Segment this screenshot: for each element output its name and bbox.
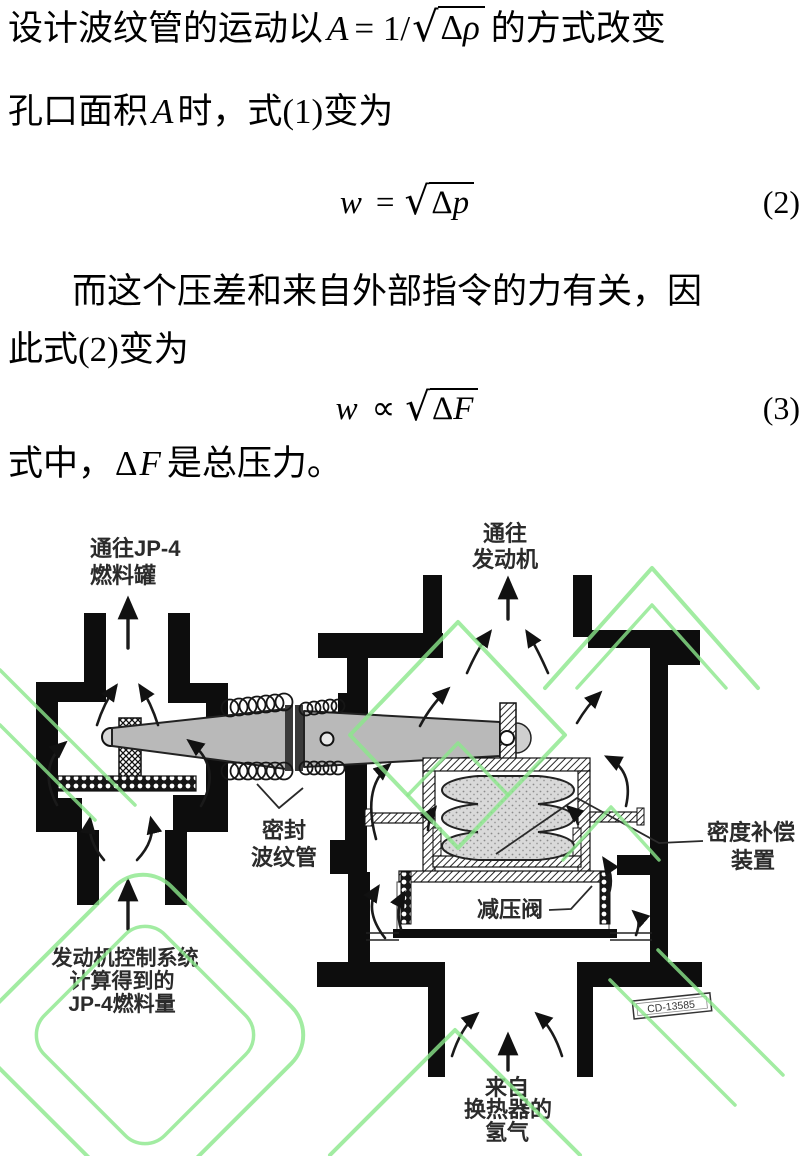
bellows-flange <box>285 705 293 771</box>
cup-wall <box>432 827 442 861</box>
label-to-jp4-tank: 燃料罐 <box>90 563 156 588</box>
radical: √Δρ <box>412 3 485 51</box>
math-var: A <box>327 9 349 48</box>
text-run: 式中， <box>8 444 114 483</box>
equation-number: (2) <box>762 184 800 220</box>
label-engine-ctrl: JP-4燃料量 <box>68 992 175 1016</box>
label-seal-bellows: 波纹管 <box>251 845 317 870</box>
equation-number: (3) <box>762 390 800 426</box>
stem-pivot <box>499 730 515 746</box>
lever-hole <box>319 731 335 747</box>
compensator-top-plate <box>422 757 591 772</box>
text-run: 设计波纹管的运动以 <box>8 9 324 48</box>
text-run: 时，式(1)变为 <box>177 92 394 131</box>
math-delta: Δ <box>432 391 454 427</box>
paragraph2-line1: 而这个压差和来自外部指令的力有关，因 <box>8 272 802 312</box>
leader-lines <box>256 783 704 911</box>
radical: √Δp <box>405 182 475 221</box>
valve-bottom <box>393 929 617 938</box>
valve-leader <box>548 885 593 911</box>
figure-code: CD-13585 <box>647 999 696 1016</box>
math-var: A <box>152 92 174 131</box>
pressure-reducing-valve <box>366 870 652 941</box>
math-var: w <box>335 391 358 427</box>
text-run: 孔口面积 <box>8 92 149 131</box>
math-delta: Δ <box>431 185 453 221</box>
valve-disc <box>57 775 197 792</box>
label-pressure-valve: 减压阀 <box>477 897 543 922</box>
label-to-engine: 发动机 <box>471 547 538 572</box>
math-var: F <box>139 444 161 483</box>
text-run: 此式(2)变为 <box>8 330 189 369</box>
bellows-flange <box>295 705 303 771</box>
math-var: p <box>452 185 470 221</box>
regulator-body <box>317 575 702 1077</box>
radical-sign: √ <box>405 385 430 430</box>
math-delta: Δ <box>440 8 463 47</box>
relation: = <box>375 185 395 221</box>
valve-top-plate <box>398 870 610 883</box>
seal-bellows <box>220 692 346 781</box>
stem-clip <box>515 722 532 754</box>
diaphragm-wing <box>367 812 424 824</box>
text-run: 而这个压差和来自外部指令的力有关，因 <box>72 272 703 311</box>
math-var: ρ <box>462 8 480 47</box>
text-run: 是总压力。 <box>166 444 342 483</box>
label-from-hx: 氢气 <box>485 1120 529 1145</box>
label-engine-ctrl: 发动机控制系统 <box>51 946 199 970</box>
math-delta: Δ <box>115 444 138 483</box>
radical-sign: √ <box>412 3 439 51</box>
compensator-bellows <box>441 775 575 861</box>
equation-3: w ∝√ΔF (3) <box>0 388 810 428</box>
flow-arrows <box>47 575 651 1072</box>
density-comp-leader <box>495 797 704 855</box>
math-var: w <box>339 185 362 221</box>
seal-bellows-leader <box>256 783 304 809</box>
label-to-jp4-tank: 通往JP-4 <box>90 536 181 561</box>
figure-labels: 通往JP-4 燃料罐 通往 发动机 密封 波纹管 密度补偿 装置 减压阀 发动机… <box>51 521 796 1145</box>
density-compensator <box>364 702 645 873</box>
label-to-engine: 通往 <box>483 521 527 546</box>
math-run: = 1/ <box>354 9 411 48</box>
relation: ∝ <box>371 391 396 427</box>
label-density-comp: 密度补偿 <box>707 820 795 845</box>
watermark <box>0 566 785 1156</box>
schematic-figure: CD-13585 通往JP-4 燃料罐 通往 发动机 密封 波纹管 密度补偿 装… <box>0 521 796 1156</box>
wing-cap <box>636 807 645 826</box>
radical: √ΔF <box>405 385 479 430</box>
label-density-comp: 装置 <box>731 848 775 873</box>
label-seal-bellows: 密封 <box>262 818 306 843</box>
radical-sign: √ <box>404 179 430 224</box>
equation-2: w=√Δp (2) <box>0 182 810 222</box>
paragraph2-line2: 此式(2)变为 <box>8 330 802 370</box>
math-var: F <box>453 391 474 427</box>
text-run: 的方式改变 <box>490 9 666 48</box>
figure-code-tag: CD-13585 <box>631 992 713 1020</box>
label-from-hx: 换热器的 <box>464 1097 552 1122</box>
